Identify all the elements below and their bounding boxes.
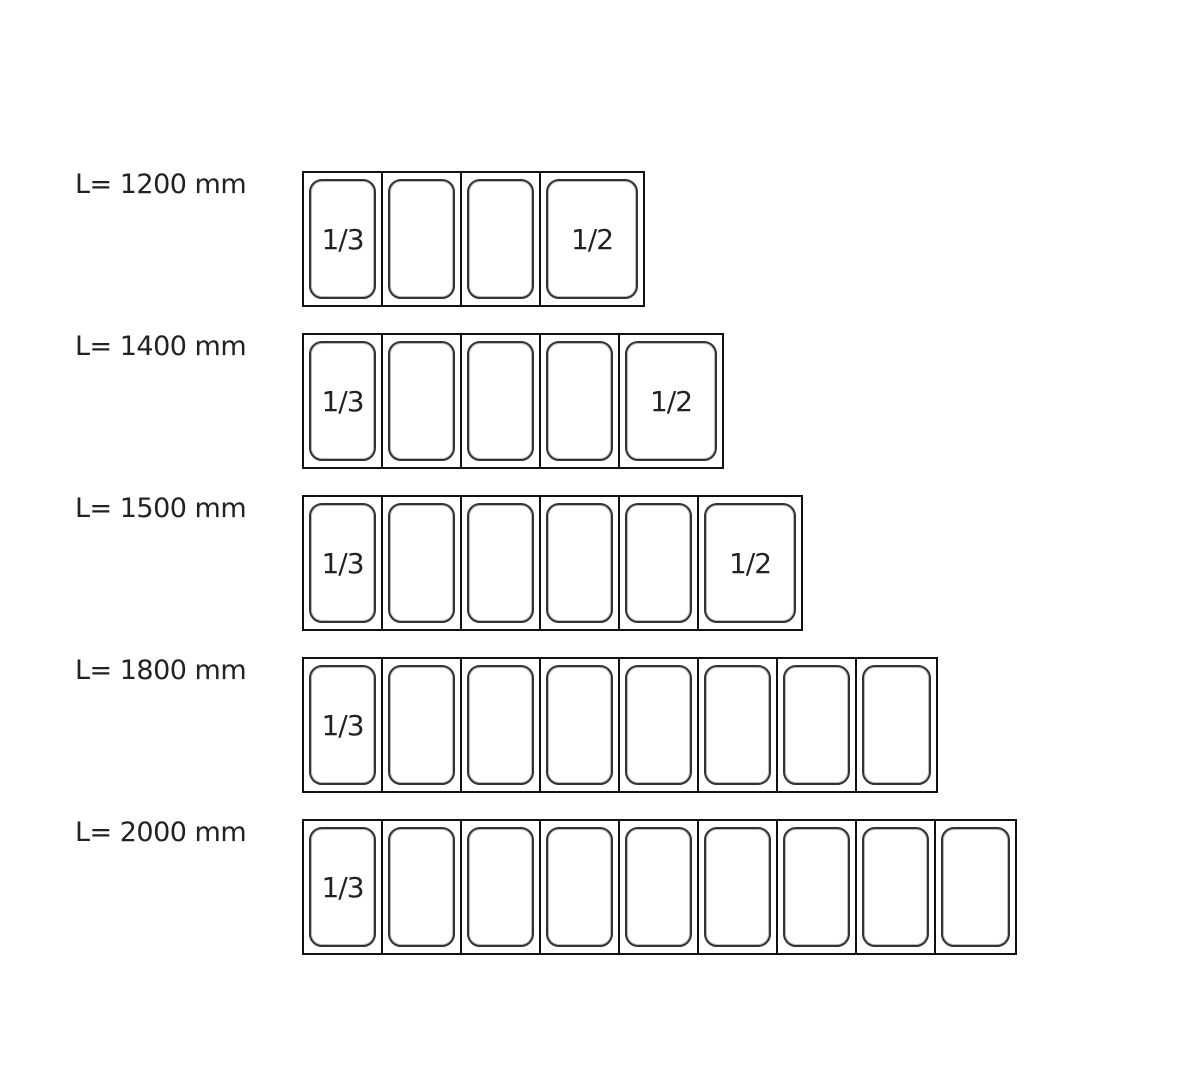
pan-size-label: 1/2 <box>728 546 772 580</box>
gastronorm-pan <box>704 827 771 947</box>
pan-size-label: 1/3 <box>321 708 364 742</box>
gastronorm-pan: 1/3 <box>309 179 376 299</box>
counter-frame: 1/3 <box>302 819 1017 955</box>
gastronorm-pan <box>546 341 613 461</box>
gastronorm-pan <box>941 827 1010 947</box>
pan-slot-third <box>462 659 541 791</box>
pan-slot-third: 1/3 <box>304 335 383 467</box>
gastronorm-pan <box>467 179 534 299</box>
counter-frame: 1/3 1/2 <box>302 171 645 307</box>
pan-slot-third <box>462 173 541 305</box>
pan-slot-third <box>383 497 462 629</box>
gastronorm-pan <box>388 179 455 299</box>
gastronorm-pan: 1/3 <box>309 503 376 623</box>
pan-size-label: 1/2 <box>570 222 614 256</box>
gastronorm-pan <box>546 827 613 947</box>
row-length-label: L= 1800 mm <box>75 655 247 686</box>
pan-slot-third <box>778 821 857 953</box>
pan-slot-third: 1/3 <box>304 659 383 791</box>
gastronorm-pan <box>467 827 534 947</box>
pan-slot-third <box>857 659 936 791</box>
pan-slot-third: 1/3 <box>304 821 383 953</box>
gastronorm-pan <box>388 341 455 461</box>
pan-slot-third <box>541 659 620 791</box>
gastronorm-pan <box>783 827 850 947</box>
gastronorm-pan: 1/3 <box>309 341 376 461</box>
gastronorm-pan: 1/3 <box>309 665 376 785</box>
gastronorm-pan <box>625 827 692 947</box>
gastronorm-pan <box>625 665 692 785</box>
pan-slot-third <box>620 659 699 791</box>
pan-slot-third <box>383 821 462 953</box>
pan-slot-third <box>462 497 541 629</box>
gastronorm-pan <box>625 503 692 623</box>
pan-size-label: 1/3 <box>321 222 364 256</box>
gastronorm-pan <box>862 665 931 785</box>
pan-slot-third <box>620 497 699 629</box>
row-length-label: L= 1200 mm <box>75 169 247 200</box>
pan-size-label: 1/3 <box>321 546 364 580</box>
gastronorm-pan <box>862 827 929 947</box>
pan-slot-third <box>541 497 620 629</box>
gastronorm-pan <box>467 665 534 785</box>
gastronorm-pan <box>546 665 613 785</box>
gastronorm-pan: 1/2 <box>546 179 638 299</box>
pan-slot-half: 1/2 <box>620 335 722 467</box>
pan-slot-third <box>541 821 620 953</box>
gastronorm-pan <box>783 665 850 785</box>
pan-slot-third <box>462 335 541 467</box>
pan-slot-third <box>620 821 699 953</box>
gastronorm-pan <box>467 503 534 623</box>
gastronorm-pan: 1/2 <box>625 341 717 461</box>
pan-size-label: 1/3 <box>321 870 364 904</box>
pan-slot-third <box>383 335 462 467</box>
row-length-label: L= 2000 mm <box>75 817 247 848</box>
pan-slot-third <box>778 659 857 791</box>
pan-slot-third <box>383 173 462 305</box>
gastronorm-pan <box>546 503 613 623</box>
gastronorm-pan <box>704 665 771 785</box>
pan-slot-third <box>462 821 541 953</box>
pan-slot-third <box>857 821 936 953</box>
gastronorm-pan: 1/2 <box>704 503 796 623</box>
pan-slot-third <box>383 659 462 791</box>
pan-slot-third: 1/3 <box>304 173 383 305</box>
pan-slot-third <box>541 335 620 467</box>
gastronorm-pan: 1/3 <box>309 827 376 947</box>
pan-size-label: 1/2 <box>649 384 693 418</box>
pan-slot-half: 1/2 <box>699 497 801 629</box>
counter-frame: 1/3 <box>302 657 938 793</box>
gastronorm-pan <box>388 665 455 785</box>
gastronorm-pan <box>388 503 455 623</box>
pan-slot-third: 1/3 <box>304 497 383 629</box>
pan-slot-third <box>699 659 778 791</box>
pan-slot-third <box>936 821 1015 953</box>
row-length-label: L= 1500 mm <box>75 493 247 524</box>
pan-slot-half: 1/2 <box>541 173 643 305</box>
pan-size-label: 1/3 <box>321 384 364 418</box>
gastronorm-pan <box>388 827 455 947</box>
gastronorm-pan <box>467 341 534 461</box>
row-length-label: L= 1400 mm <box>75 331 247 362</box>
pan-slot-third <box>699 821 778 953</box>
counter-frame: 1/3 1/2 <box>302 495 803 631</box>
counter-frame: 1/3 1/2 <box>302 333 724 469</box>
